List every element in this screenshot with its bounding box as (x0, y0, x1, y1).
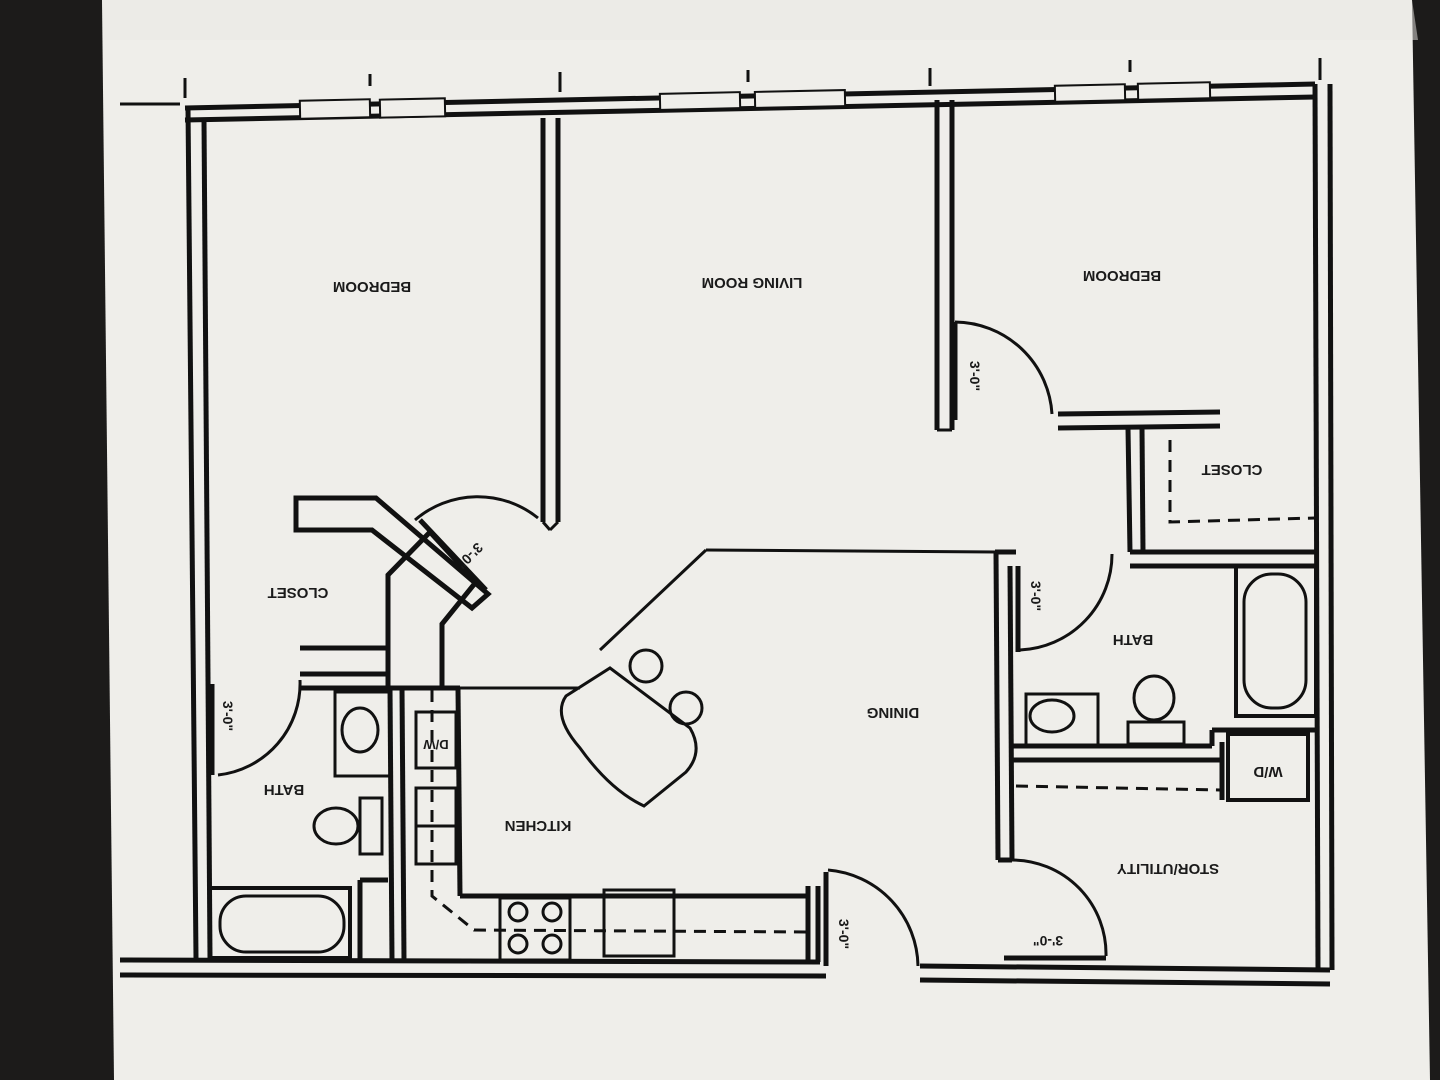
label-living-room: LIVING ROOM (702, 274, 803, 291)
label-washer-dryer: W/D (1253, 763, 1282, 780)
label-stor-utility: STOR/UTILITY (1117, 860, 1219, 877)
window (658, 91, 742, 111)
window (378, 97, 447, 119)
label-bedroom-left: BEDROOM (333, 278, 411, 295)
room-labels: BEDROOM LIVING ROOM BEDROOM CLOSET CLOSE… (264, 267, 1283, 877)
label-dining: DINING (867, 704, 920, 721)
label-closet-left: CLOSET (268, 584, 329, 601)
door-swing (1019, 553, 1114, 652)
stool (628, 648, 664, 684)
window (1053, 83, 1127, 103)
dim-bath-right-door: 3'-0" (1028, 581, 1044, 611)
toilet-right (1126, 720, 1186, 746)
door-swing (1011, 858, 1108, 957)
paper-shadow (102, 0, 1418, 40)
door-swing (827, 868, 920, 967)
window (298, 98, 372, 120)
left-exterior-wall (185, 107, 213, 959)
dashed-lines (430, 440, 1316, 934)
refrigerator (602, 888, 676, 958)
label-dishwasher: D/W (423, 737, 449, 752)
vanity-left (333, 690, 392, 778)
door-swing (954, 320, 1054, 415)
dim-entry-door: 3'-0" (836, 919, 852, 949)
door-swing (414, 495, 539, 522)
window (1136, 81, 1212, 101)
bottom-exterior-wall (119, 957, 1331, 987)
door-swing (217, 679, 302, 777)
label-kitchen: KITCHEN (505, 817, 572, 834)
washer-dryer (1226, 732, 1310, 802)
dim-bath-left-door: 3'-0" (220, 701, 236, 731)
stool (668, 690, 704, 726)
door-swings (209, 320, 1114, 967)
toilet-left (358, 796, 384, 856)
paper-sheet (102, 0, 1430, 1080)
label-bath-left: BATH (264, 781, 305, 798)
kitchen-island (559, 666, 698, 808)
label-closet-right: CLOSET (1202, 461, 1263, 478)
label-bath-right: BATH (1113, 631, 1154, 648)
right-exterior-wall (1312, 83, 1335, 971)
dim-stor-utility-door: 3'-0" (1033, 933, 1063, 949)
vanity-right (1024, 692, 1100, 748)
bathtub-right (1234, 564, 1318, 718)
bathtub-left (208, 886, 352, 960)
fixtures (208, 564, 1318, 962)
interior-walls (293, 100, 1318, 962)
floor-plan-drawing: BEDROOM LIVING ROOM BEDROOM CLOSET CLOSE… (119, 58, 1335, 987)
dim-bedroom-right-door: 3'-0" (967, 361, 983, 391)
stove (498, 896, 572, 962)
dishwasher (414, 710, 458, 770)
window (753, 89, 847, 109)
top-exterior-wall (120, 58, 1322, 123)
label-bedroom-right: BEDROOM (1083, 267, 1161, 284)
